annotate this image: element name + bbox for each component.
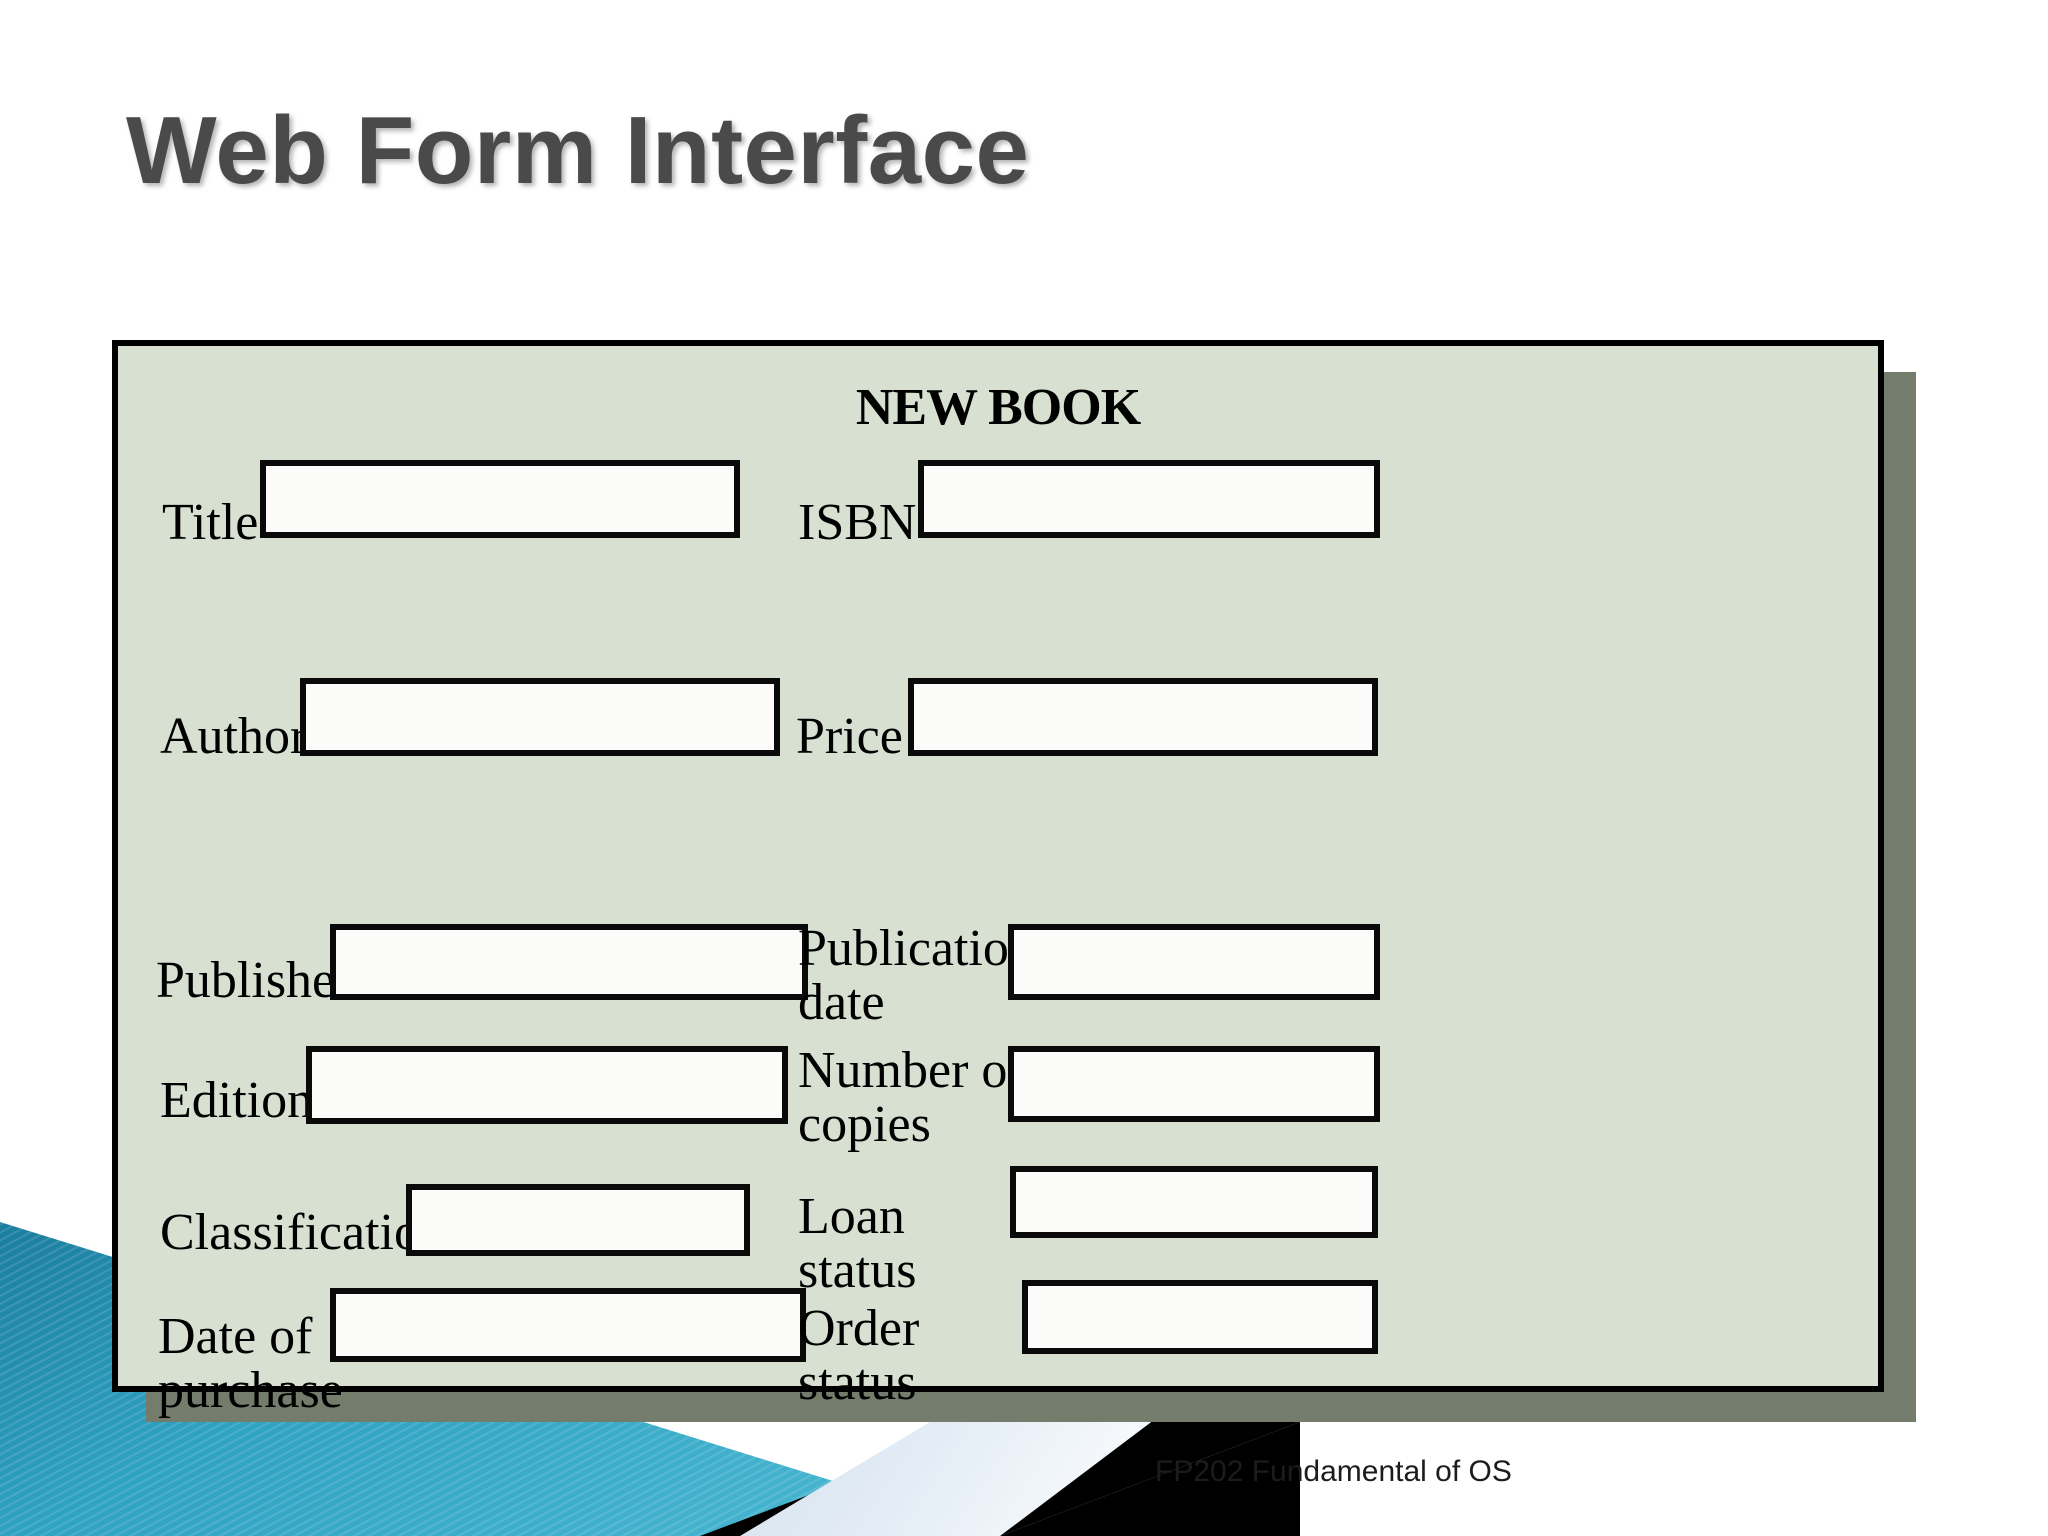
field-input-number-of-copies[interactable] [1008, 1046, 1380, 1122]
field-input-edition[interactable] [306, 1046, 788, 1124]
footer-label: FP202 Fundamental of OS [1155, 1455, 1512, 1488]
field-input-date-of-purchase[interactable] [330, 1288, 806, 1362]
field-input-classification[interactable] [406, 1184, 750, 1256]
field-input-price[interactable] [908, 678, 1378, 756]
field-input-title[interactable] [260, 460, 740, 538]
form-heading: NEW BOOK [855, 379, 1141, 436]
field-label-publisher: Publisher [156, 952, 353, 1009]
field-input-publisher[interactable] [330, 924, 808, 1000]
field-input-order-status[interactable] [1022, 1280, 1378, 1354]
field-label-classification: Classification [160, 1204, 446, 1261]
field-label-author: Author [160, 708, 308, 765]
field-label-publication-date: Publication date [798, 920, 1035, 1032]
field-label-isbn: ISBN [798, 494, 917, 551]
field-input-loan-status[interactable] [1010, 1166, 1378, 1238]
page-title: Web Form Interface [126, 97, 1030, 204]
field-label-price: Price [796, 708, 903, 765]
new-book-form-panel: NEW BOOK Title Author Publisher Edition … [112, 340, 1884, 1418]
field-label-date-of-purchase: Date of purchase [158, 1308, 343, 1420]
field-label-number-of-copies: Number of copies [798, 1042, 1025, 1154]
field-input-author[interactable] [300, 678, 780, 756]
field-input-isbn[interactable] [918, 460, 1380, 538]
field-label-edition: Edition [160, 1072, 314, 1129]
field-label-loan-status: Loan status [798, 1188, 917, 1300]
field-input-publication-date[interactable] [1008, 924, 1380, 1000]
field-label-title: Title [162, 494, 259, 551]
field-label-order-status: Order status [798, 1300, 920, 1412]
